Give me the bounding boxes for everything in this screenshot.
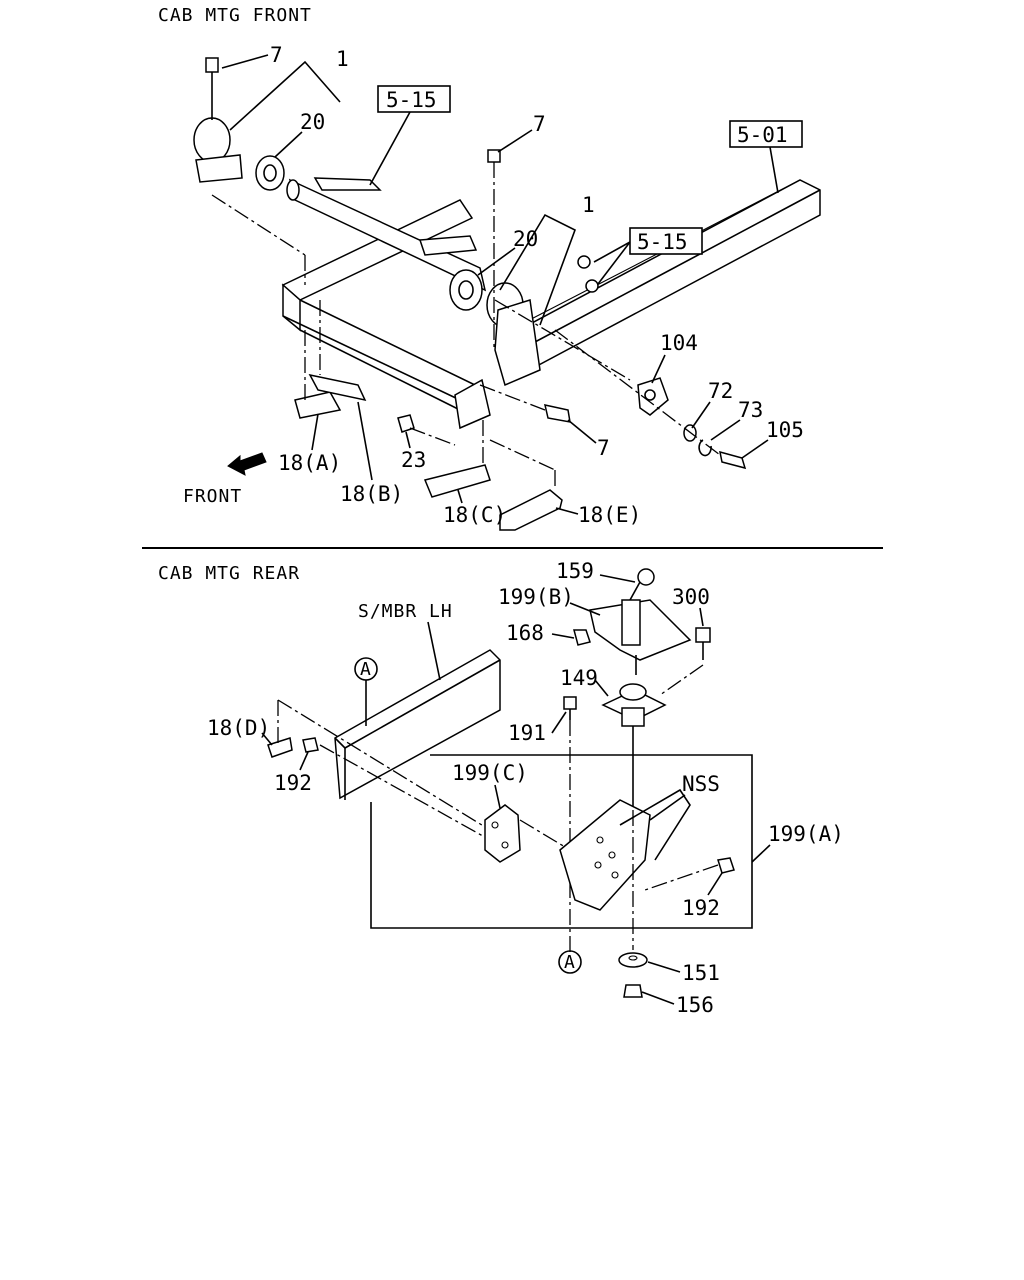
front-plate-18c bbox=[423, 420, 563, 531]
label-7-mid: 7 bbox=[533, 112, 546, 136]
front-leader-left bbox=[211, 194, 306, 256]
label-168: 168 bbox=[506, 621, 544, 645]
label-18e: 18(E) bbox=[578, 503, 641, 527]
label-smbr-lh: S/MBR LH bbox=[358, 601, 453, 622]
label-20-mid: 20 bbox=[513, 227, 538, 251]
label-199a: 199(A) bbox=[768, 822, 844, 846]
label-104: 104 bbox=[660, 331, 698, 355]
front-shaft-assembly bbox=[255, 155, 487, 311]
rear-upper-bracket bbox=[589, 568, 692, 675]
label-23: 23 bbox=[401, 448, 426, 472]
marker-a-top: A bbox=[360, 659, 372, 680]
front-bracket-104 bbox=[554, 329, 747, 470]
label-7-top: 7 bbox=[270, 43, 283, 67]
ref-box-5-15-top bbox=[377, 85, 451, 113]
rear-bolt-191 bbox=[563, 696, 577, 955]
front-nut-23 bbox=[397, 414, 456, 446]
label-151: 151 bbox=[682, 961, 720, 985]
rear-nut-192-right bbox=[717, 857, 735, 874]
label-72: 72 bbox=[708, 379, 733, 403]
rear-bracket-nss bbox=[559, 788, 691, 950]
ref-5-01: 5-01 bbox=[737, 123, 788, 147]
rear-section-title: CAB MTG REAR bbox=[158, 563, 300, 584]
ref-5-15-mid: 5-15 bbox=[637, 230, 688, 254]
label-300: 300 bbox=[672, 585, 710, 609]
label-18d: 18(D) bbox=[207, 716, 270, 740]
label-18c: 18(C) bbox=[443, 503, 506, 527]
front-direction-label: FRONT bbox=[183, 486, 242, 507]
rear-clip-18d bbox=[267, 699, 491, 841]
front-small-bolts bbox=[577, 255, 599, 293]
label-18a: 18(A) bbox=[278, 451, 341, 475]
label-192-right: 192 bbox=[682, 896, 720, 920]
front-bolt-lower bbox=[479, 384, 571, 423]
label-191: 191 bbox=[508, 721, 546, 745]
label-192-left: 192 bbox=[274, 771, 312, 795]
rear-washer-151 bbox=[618, 952, 648, 968]
label-18b: 18(B) bbox=[340, 482, 403, 506]
label-nss: NSS bbox=[682, 772, 720, 796]
ref-box-5-15-mid bbox=[629, 227, 703, 255]
ref-box-5-01 bbox=[729, 120, 803, 148]
assembly-box-199a bbox=[370, 754, 753, 929]
label-20-top: 20 bbox=[300, 110, 325, 134]
front-section-title: CAB MTG FRONT bbox=[158, 5, 312, 26]
label-1-mid: 1 bbox=[582, 193, 595, 217]
rear-bolt-300 bbox=[659, 627, 711, 696]
rear-nut-168 bbox=[573, 629, 591, 646]
rear-nut-156 bbox=[623, 984, 643, 998]
front-direction-arrow bbox=[227, 452, 267, 476]
label-1-top: 1 bbox=[336, 47, 349, 71]
label-199c: 199(C) bbox=[452, 761, 528, 785]
label-199b: 199(B) bbox=[498, 585, 574, 609]
ref-5-15-top: 5-15 bbox=[386, 88, 437, 112]
label-105: 105 bbox=[766, 418, 804, 442]
marker-a-bottom-circle bbox=[558, 950, 582, 974]
marker-a-bottom: A bbox=[564, 952, 576, 973]
label-7-low: 7 bbox=[597, 436, 610, 460]
label-73: 73 bbox=[738, 398, 763, 422]
front-mount-left bbox=[193, 57, 243, 183]
rear-rubber-mount-149 bbox=[601, 683, 667, 810]
rear-plate-199c bbox=[484, 804, 571, 863]
label-149: 149 bbox=[560, 666, 598, 690]
label-156: 156 bbox=[676, 993, 714, 1017]
front-crossmember bbox=[281, 199, 491, 430]
front-plate-18a bbox=[294, 300, 367, 419]
label-159: 159 bbox=[556, 559, 594, 583]
